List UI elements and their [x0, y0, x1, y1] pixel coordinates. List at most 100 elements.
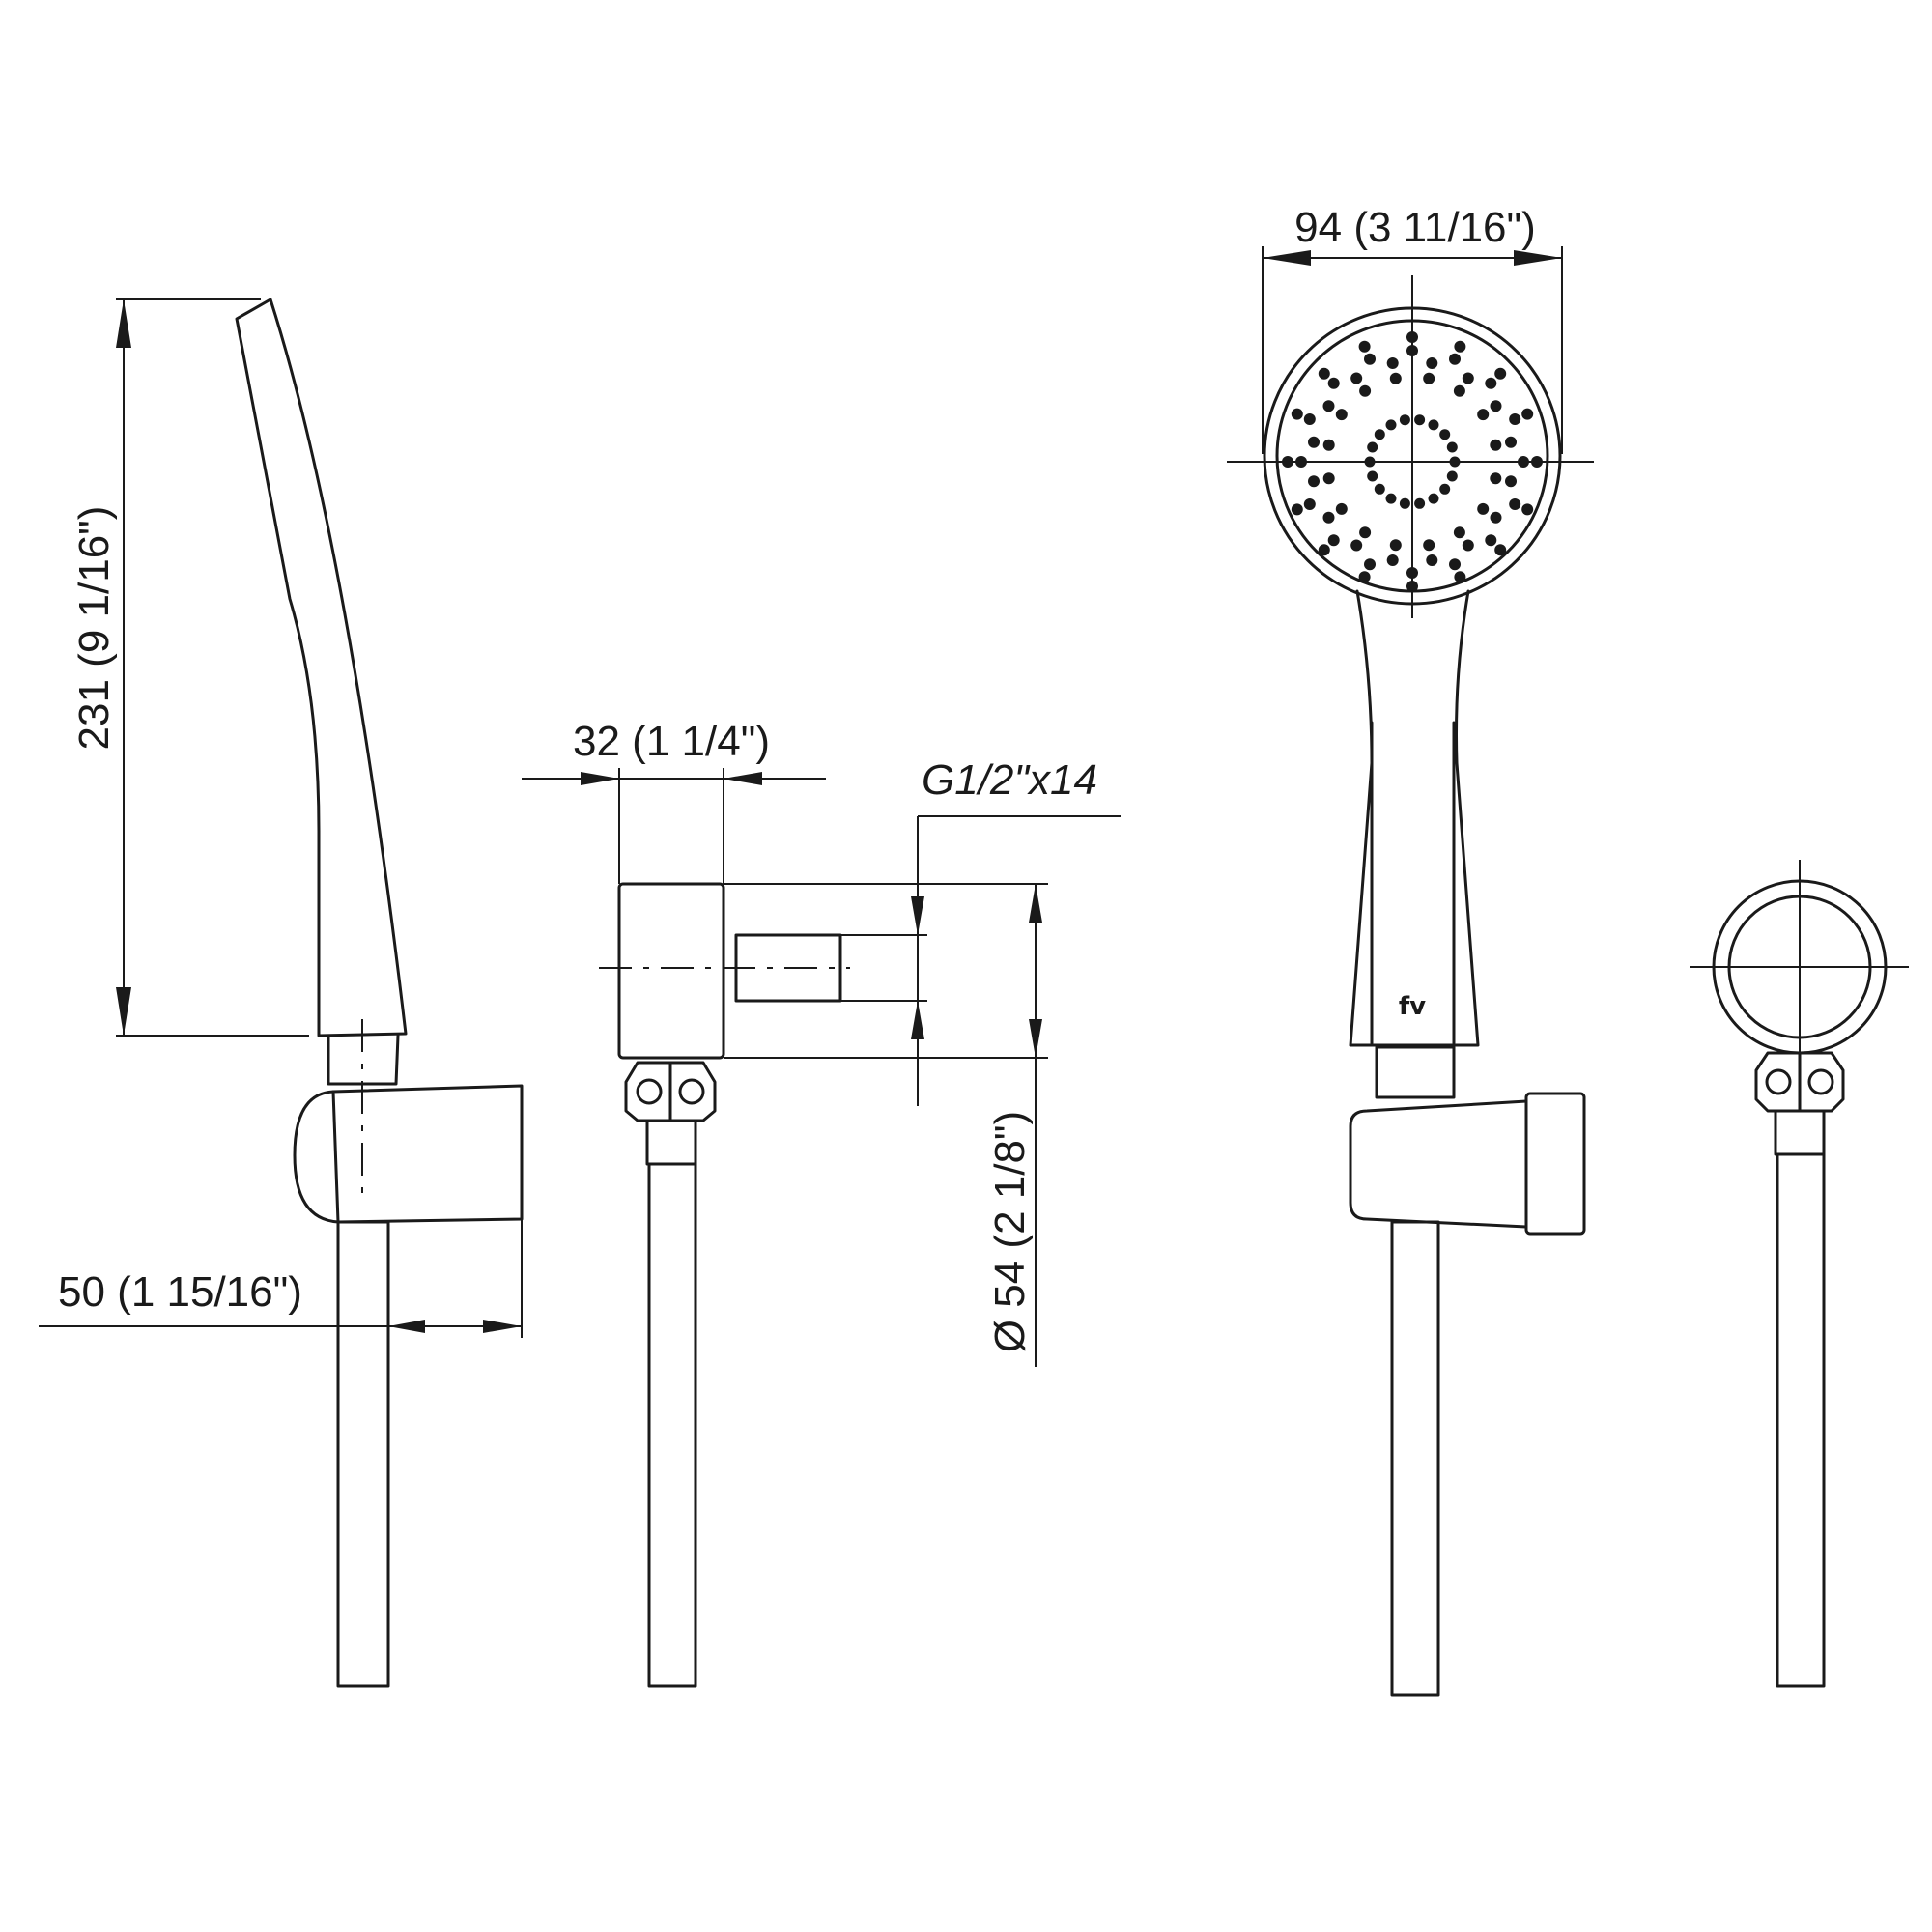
nozzle [1428, 419, 1439, 431]
nozzle [1385, 493, 1397, 504]
nozzle [1531, 456, 1543, 468]
nozzle [1518, 456, 1529, 468]
nozzle [1406, 581, 1418, 592]
nozzle [1449, 558, 1461, 571]
head-width-dimension-label: 94 (3 11/16") [1294, 204, 1536, 251]
hose-side [336, 1220, 390, 1688]
nozzle [1322, 439, 1335, 451]
elbow-view: 32 (1 1/4") G1/2"x14 Ø 54 (2 1/8") [522, 718, 1121, 1688]
front-view: fv 94 (3 11/16") [1227, 204, 1594, 1697]
nozzle [1426, 554, 1438, 566]
nozzle [1367, 470, 1378, 482]
elbow-body [617, 882, 725, 1060]
nozzle [1423, 372, 1435, 384]
nozzle [1462, 372, 1474, 384]
nozzle [1490, 472, 1502, 485]
nozzle [1446, 441, 1458, 453]
nozzle [1439, 429, 1451, 440]
nozzle [1426, 357, 1438, 369]
nozzle [1364, 558, 1376, 571]
nozzle [1453, 384, 1465, 397]
elbow-width-dimension-label: 32 (1 1/4") [573, 718, 770, 765]
nozzle [1490, 400, 1502, 412]
nozzle [1446, 470, 1458, 482]
nozzle [1453, 526, 1465, 539]
hose-front [1390, 1220, 1440, 1697]
holder-end-nut [1754, 1051, 1845, 1113]
nozzle [1462, 539, 1474, 552]
nozzle [1490, 511, 1502, 524]
nozzle [1374, 483, 1385, 495]
handle-front [1349, 589, 1480, 1047]
nozzle [1322, 472, 1335, 485]
holder-front [1349, 1099, 1528, 1229]
nozzle [1406, 331, 1418, 343]
handshower-side-body [235, 298, 408, 1037]
nozzle [1327, 534, 1340, 547]
nozzle [1386, 554, 1399, 566]
holder-depth-dimension-label: 50 (1 15/16") [58, 1268, 302, 1316]
elbow-diameter-dimension-label: Ø 54 (2 1/8") [986, 1111, 1034, 1352]
nozzle [1308, 436, 1320, 448]
nozzle [1350, 372, 1363, 384]
nozzle [1350, 539, 1363, 552]
nozzle [1505, 475, 1517, 488]
elbow-nut [624, 1061, 717, 1122]
nozzle [1282, 456, 1293, 468]
nozzle [1303, 413, 1316, 425]
nozzle [1385, 419, 1397, 431]
side-view: 231 (9 1/16") 50 (1 15/16") [39, 298, 524, 1688]
nozzle [1454, 340, 1466, 353]
hose-end [1776, 1152, 1826, 1688]
nozzle [1358, 340, 1371, 353]
holder-end-view [1690, 860, 1909, 1688]
nozzle [1367, 441, 1378, 453]
nozzle [1358, 571, 1371, 583]
nozzle [1389, 372, 1402, 384]
nozzle [1494, 544, 1507, 556]
nozzle [1374, 429, 1385, 440]
nozzle [1485, 534, 1497, 547]
nozzle [1335, 409, 1348, 421]
nozzle [1505, 436, 1517, 448]
brand-logo: fv [1399, 992, 1426, 1021]
nozzle [1359, 384, 1372, 397]
thread-label: G1/2"x14 [922, 756, 1097, 804]
nozzle [1414, 497, 1426, 509]
nozzle [1322, 400, 1335, 412]
holder-side-body [293, 1084, 524, 1224]
nozzle [1477, 409, 1490, 421]
nozzle [1449, 353, 1461, 365]
nozzle [1406, 345, 1418, 356]
nozzle [1423, 539, 1435, 552]
nozzle [1454, 571, 1466, 583]
nozzle [1477, 502, 1490, 515]
nozzle [1291, 503, 1303, 516]
nozzle [1509, 498, 1521, 510]
nozzle [1521, 503, 1534, 516]
nozzle [1318, 544, 1330, 556]
nozzle [1335, 502, 1348, 515]
height-dimension-label: 231 (9 1/16") [71, 506, 118, 751]
nozzle [1322, 511, 1335, 524]
nozzle [1439, 483, 1451, 495]
nozzle [1303, 498, 1316, 510]
nozzle [1490, 439, 1502, 451]
nozzle [1509, 413, 1521, 425]
nozzle [1327, 377, 1340, 389]
nozzle [1364, 353, 1376, 365]
nozzle [1414, 414, 1426, 426]
nozzle [1406, 567, 1418, 579]
hose-elbow [647, 1162, 697, 1688]
nozzle [1428, 493, 1439, 504]
nozzle [1291, 408, 1303, 420]
nozzle [1389, 539, 1402, 552]
nozzle [1295, 456, 1307, 468]
spray-nozzles [1282, 331, 1543, 592]
nozzle [1399, 497, 1410, 509]
nozzle [1386, 357, 1399, 369]
nozzle [1494, 367, 1507, 380]
nozzle [1364, 456, 1376, 468]
nozzle [1308, 475, 1320, 488]
